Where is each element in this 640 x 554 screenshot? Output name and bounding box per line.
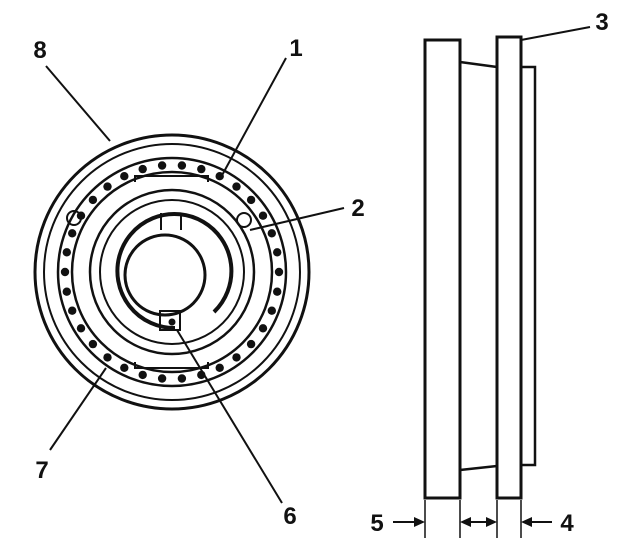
outer-race-inner-edge bbox=[43, 143, 301, 401]
inner-key-slot-top bbox=[160, 213, 182, 230]
ball bbox=[274, 267, 284, 277]
ball bbox=[177, 374, 187, 383]
ball bbox=[138, 370, 147, 380]
leader-6 bbox=[176, 329, 283, 504]
ball bbox=[157, 374, 167, 383]
callout-8: 8 bbox=[33, 37, 46, 64]
bearing-front-view bbox=[33, 133, 311, 411]
ball bbox=[267, 306, 276, 315]
cage-outer-ring bbox=[56, 156, 288, 388]
leader-7 bbox=[49, 367, 107, 451]
leader-1 bbox=[219, 57, 287, 180]
ball bbox=[68, 306, 77, 315]
callout-5: 5 bbox=[370, 510, 383, 537]
ball bbox=[267, 229, 276, 238]
ball bbox=[273, 248, 282, 257]
ball bbox=[62, 287, 71, 296]
callout-labels: 1 2 3 4 5 6 7 8 bbox=[33, 9, 608, 537]
dim-gap-arrowhead-right bbox=[486, 517, 497, 527]
bearing-side-view bbox=[423, 35, 537, 500]
ball bbox=[246, 339, 256, 349]
ball bbox=[88, 339, 98, 349]
callout-1: 1 bbox=[289, 35, 302, 62]
ball bbox=[88, 195, 98, 205]
leader-3 bbox=[520, 26, 591, 41]
ball bbox=[258, 211, 268, 220]
ball bbox=[68, 229, 77, 238]
ball bbox=[246, 195, 256, 205]
callout-4: 4 bbox=[560, 510, 574, 537]
inner-race-step bbox=[99, 199, 245, 345]
outer-race-outer-edge bbox=[33, 133, 311, 411]
ball bbox=[120, 363, 129, 372]
cage-tab-bottom bbox=[134, 362, 209, 369]
leader-8 bbox=[45, 65, 111, 142]
callout-7: 7 bbox=[35, 457, 48, 484]
dim-4-arrowhead bbox=[521, 517, 532, 527]
ball bbox=[232, 182, 241, 191]
dim-gap-arrowhead-left bbox=[460, 517, 471, 527]
ball bbox=[157, 161, 167, 170]
ball bbox=[103, 182, 112, 191]
outer-plate bbox=[423, 38, 462, 500]
leader-2 bbox=[249, 207, 345, 231]
ball bbox=[103, 353, 112, 362]
ball bbox=[232, 353, 241, 362]
key-dot bbox=[168, 318, 176, 326]
cage-tab-top bbox=[134, 175, 209, 182]
cage-inner-ring bbox=[70, 170, 274, 374]
inner-plate bbox=[495, 35, 523, 500]
race-lip bbox=[519, 65, 537, 467]
hub-section bbox=[459, 60, 498, 472]
ball bbox=[138, 164, 147, 174]
ball bbox=[60, 267, 70, 277]
ball bbox=[120, 172, 129, 181]
ball bbox=[197, 164, 206, 174]
ball bbox=[215, 363, 224, 372]
callout-6: 6 bbox=[283, 503, 296, 530]
ball bbox=[76, 324, 86, 333]
ball bbox=[273, 287, 282, 296]
ball bbox=[258, 324, 268, 333]
callout-3: 3 bbox=[595, 9, 608, 36]
inner-race-outer-edge bbox=[88, 188, 256, 356]
dim-5-arrowhead bbox=[414, 517, 425, 527]
ball bbox=[62, 248, 71, 257]
leader-lines bbox=[45, 26, 591, 504]
shaft-bore bbox=[123, 233, 207, 317]
split-ring bbox=[115, 212, 234, 331]
ball bbox=[177, 161, 187, 170]
snap-ring-hole-left bbox=[66, 210, 82, 226]
dimension-arrows bbox=[393, 500, 552, 538]
ball-cage bbox=[60, 161, 284, 383]
key-tab bbox=[159, 310, 181, 331]
callout-2: 2 bbox=[351, 195, 364, 222]
